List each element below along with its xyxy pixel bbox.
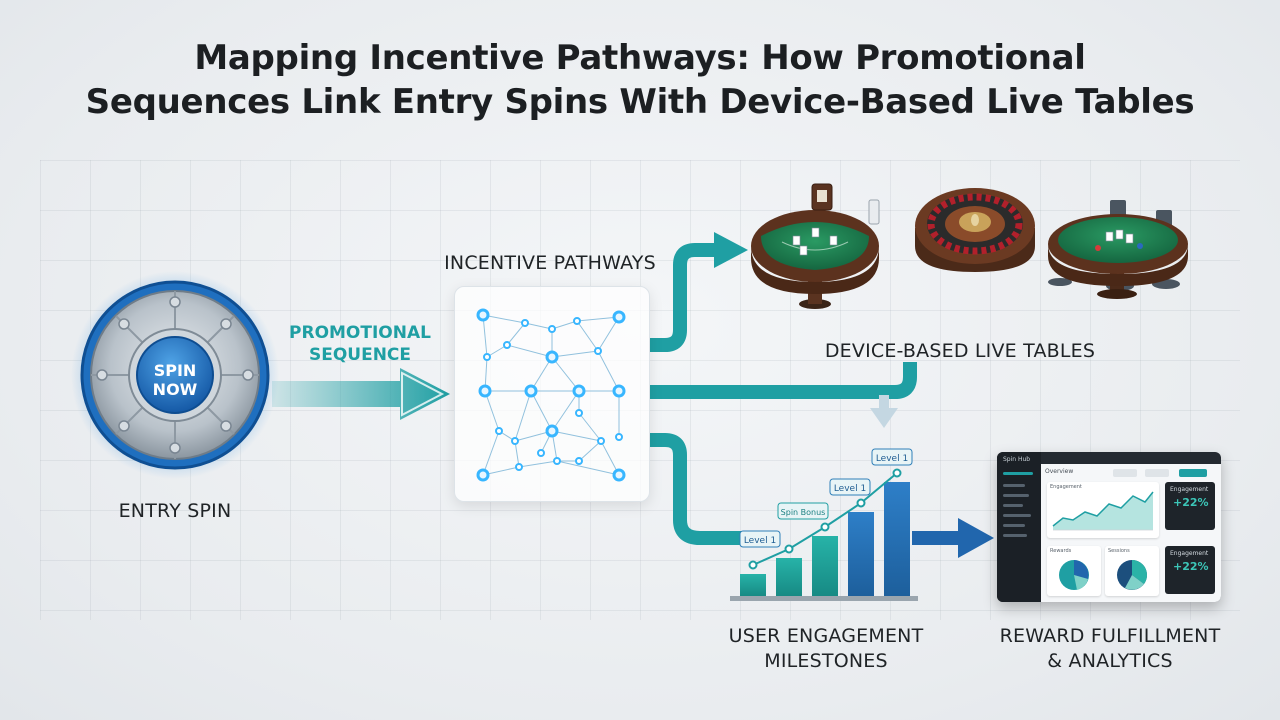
- flow-to-analytics: [912, 518, 994, 558]
- dashboard-export-button: [1179, 469, 1207, 477]
- dashboard-sidebar: Spin Hub: [997, 452, 1041, 602]
- dashboard-header: Overview: [1045, 468, 1074, 475]
- poker-table: [1048, 200, 1188, 299]
- flow-to-milestones: [650, 433, 748, 545]
- dashboard-nav-item: [1003, 524, 1025, 527]
- dashboard-main: Overview Engagement Engagement +22% Rewa…: [1041, 464, 1221, 602]
- milestone-tag-3: Level 1: [829, 478, 871, 496]
- roulette-table: [915, 188, 1035, 272]
- milestone-tag-2-text: Spin Bonus: [781, 508, 826, 517]
- kpi-2-title: Engagement: [1170, 550, 1209, 557]
- analytics-label: REWARD FULFILLMENT & ANALYTICS: [980, 624, 1240, 674]
- spin-now-label-1: SPIN: [154, 361, 197, 380]
- milestone-tag-2: Spin Bonus: [777, 502, 829, 520]
- analytics-label-line-2: & ANALYTICS: [1047, 650, 1173, 672]
- incentive-pathways-network: [454, 286, 650, 502]
- pie-card-2-title: Sessions: [1108, 548, 1130, 554]
- promo-line-1: PROMOTIONAL: [289, 323, 431, 343]
- dashboard-nav-item: [1003, 484, 1025, 487]
- entry-spin-wheel: [71, 271, 279, 479]
- pie-chart-2: [1117, 560, 1147, 590]
- milestone-bar-3: [812, 536, 838, 596]
- promotional-sequence-label: PROMOTIONAL SEQUENCE: [270, 322, 450, 366]
- milestone-tag-1-text: Level 1: [744, 536, 776, 546]
- engagement-line-chart: [1052, 491, 1154, 531]
- entry-spin-label: ENTRY SPIN: [118, 500, 232, 522]
- dashboard-nav-item: [1003, 494, 1029, 497]
- kpi-2-value: +22%: [1173, 560, 1209, 573]
- title-line-1: Mapping Incentive Pathways: How Promotio…: [194, 38, 1086, 78]
- dashboard-nav-item: [1003, 504, 1023, 507]
- kpi-card-2: Engagement +22%: [1165, 546, 1215, 594]
- dashboard-filter-button: [1145, 469, 1169, 477]
- milestones-label-line-2: MILESTONES: [764, 650, 888, 672]
- promotional-sequence-arrow: [272, 368, 450, 420]
- milestone-tag-1: Level 1: [739, 530, 781, 548]
- dashboard-filter-button: [1113, 469, 1137, 477]
- dashboard-brand: Spin Hub: [1003, 456, 1031, 463]
- incentive-pathways-label: INCENTIVE PATHWAYS: [444, 252, 656, 274]
- milestone-tag-3-text: Level 1: [834, 484, 866, 494]
- milestone-bar-2: [776, 558, 802, 596]
- spin-now-label-2: NOW: [153, 380, 198, 399]
- milestone-bar-4: [848, 512, 874, 596]
- engagement-card-title: Engagement: [1050, 484, 1082, 490]
- milestones-label-line-1: USER ENGAGEMENT: [728, 625, 924, 647]
- milestone-tag-4-text: Level 1: [876, 454, 908, 464]
- page-title: Mapping Incentive Pathways: How Promotio…: [40, 36, 1240, 124]
- engagement-line-card: Engagement: [1047, 482, 1159, 538]
- promo-line-2: SEQUENCE: [308, 345, 412, 365]
- milestone-bar-5: [884, 482, 910, 596]
- pie-card-2: Sessions: [1105, 546, 1159, 596]
- dashboard-nav-item: [1003, 472, 1033, 475]
- milestone-tag-4: Level 1: [871, 448, 913, 466]
- kpi-1-title: Engagement: [1170, 486, 1209, 493]
- analytics-label-line-1: REWARD FULFILLMENT: [999, 625, 1221, 647]
- title-line-2: Sequences Link Entry Spins With Device-B…: [85, 82, 1195, 122]
- flow-from-live-tables: [650, 362, 917, 428]
- kpi-card-1: Engagement +22%: [1165, 482, 1215, 530]
- analytics-dashboard: Spin Hub Overview Engagement Engagement …: [997, 452, 1221, 602]
- dashboard-nav-item: [1003, 534, 1027, 537]
- milestones-label: USER ENGAGEMENT MILESTONES: [706, 624, 946, 674]
- pie-card-1-title: Rewards: [1050, 548, 1072, 554]
- milestone-chart: [730, 468, 918, 601]
- dashboard-nav-item: [1003, 514, 1031, 517]
- live-tables-label: DEVICE-BASED LIVE TABLES: [824, 340, 1096, 362]
- kpi-1-value: +22%: [1173, 496, 1209, 509]
- network-graph: [476, 308, 626, 482]
- milestone-bar-1: [740, 574, 766, 596]
- blackjack-table: [751, 183, 880, 309]
- pie-chart-1: [1059, 560, 1089, 590]
- pie-card-1: Rewards: [1047, 546, 1101, 596]
- flow-to-live-tables: [650, 232, 748, 352]
